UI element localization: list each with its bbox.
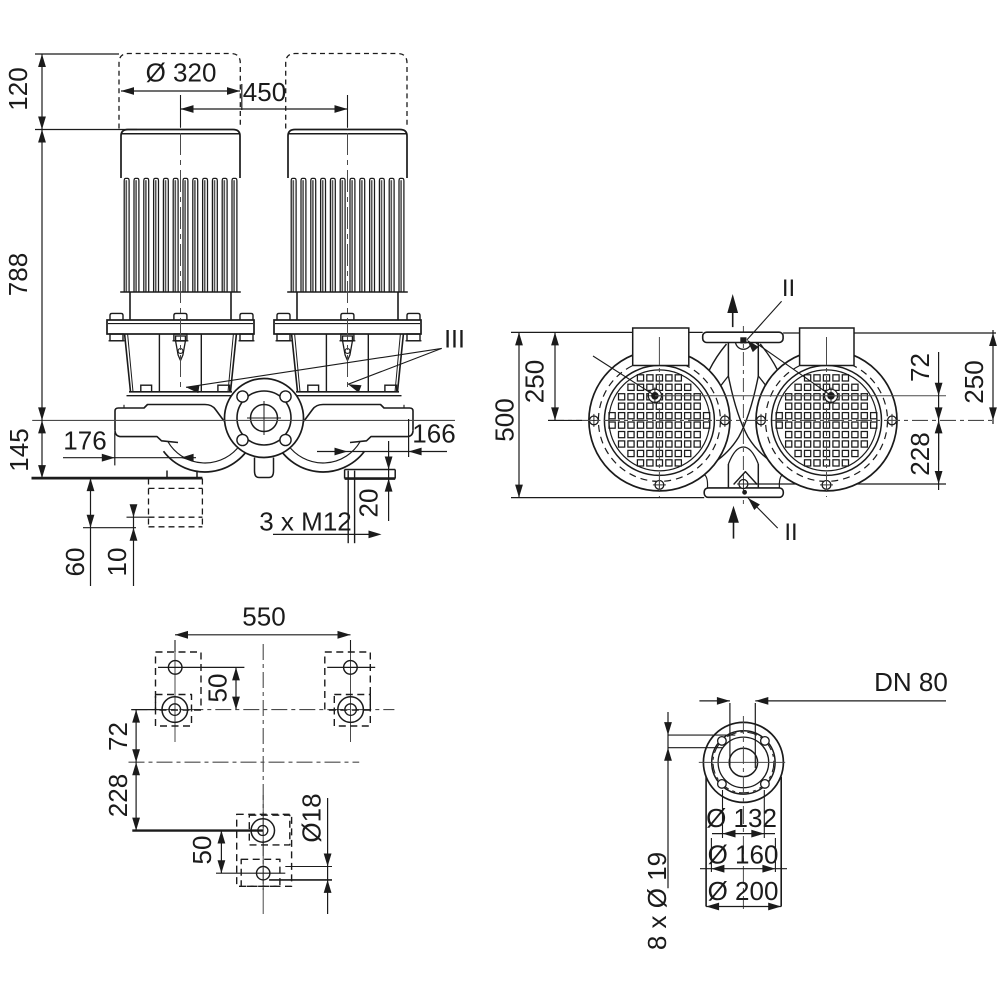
svg-text:72: 72 bbox=[905, 353, 935, 382]
svg-text:228: 228 bbox=[103, 774, 133, 817]
svg-text:8 x Ø 19: 8 x Ø 19 bbox=[642, 852, 672, 950]
svg-text:228: 228 bbox=[905, 432, 935, 475]
svg-text:176: 176 bbox=[63, 426, 106, 456]
svg-text:450: 450 bbox=[243, 77, 286, 107]
svg-text:II: II bbox=[784, 519, 797, 546]
svg-text:20: 20 bbox=[354, 489, 384, 518]
svg-text:III: III bbox=[444, 326, 465, 354]
svg-text:Ø 320: Ø 320 bbox=[146, 58, 217, 88]
svg-text:500: 500 bbox=[490, 398, 520, 441]
svg-text:50: 50 bbox=[203, 674, 233, 703]
svg-text:145: 145 bbox=[4, 428, 34, 471]
svg-text:50: 50 bbox=[187, 836, 217, 865]
svg-text:Ø 160: Ø 160 bbox=[708, 840, 779, 870]
svg-text:Ø18: Ø18 bbox=[297, 793, 327, 842]
svg-text:3 x M12: 3 x M12 bbox=[259, 507, 352, 537]
svg-text:60: 60 bbox=[60, 548, 90, 577]
svg-text:10: 10 bbox=[102, 548, 132, 577]
svg-text:788: 788 bbox=[3, 253, 33, 296]
svg-text:Ø 200: Ø 200 bbox=[708, 876, 779, 906]
svg-text:DN 80: DN 80 bbox=[874, 667, 948, 697]
svg-text:166: 166 bbox=[412, 419, 455, 449]
svg-text:Ø 132: Ø 132 bbox=[706, 803, 777, 833]
svg-text:250: 250 bbox=[959, 360, 989, 403]
svg-text:II: II bbox=[782, 275, 795, 302]
svg-text:550: 550 bbox=[242, 602, 285, 632]
svg-text:72: 72 bbox=[103, 722, 133, 751]
svg-text:120: 120 bbox=[3, 67, 33, 110]
svg-text:250: 250 bbox=[520, 360, 550, 403]
